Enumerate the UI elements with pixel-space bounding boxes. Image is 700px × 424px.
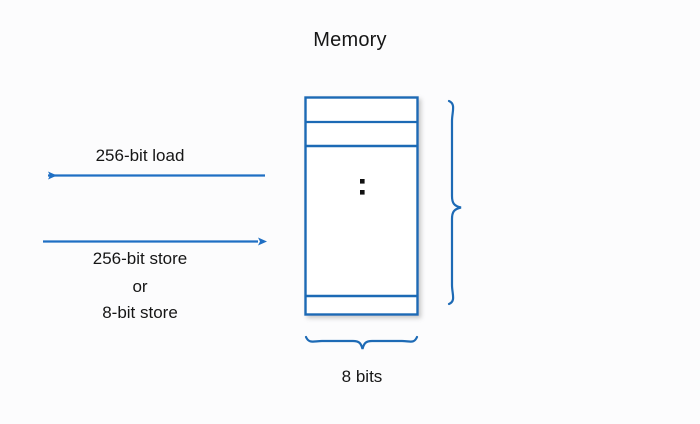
memory-row-1	[305, 97, 418, 122]
memory-row-2	[305, 122, 418, 146]
width-brace-label: 8 bits	[341, 367, 383, 386]
load-arrow-label: 256-bit load	[95, 146, 185, 165]
memory-row-body	[305, 146, 418, 296]
width-brace-graphic	[304, 335, 419, 350]
store-arrow-label-line-1: 256-bit store	[92, 249, 188, 268]
height-brace-graphic	[447, 99, 462, 306]
memory-row-last	[305, 296, 418, 315]
page-title: Memory	[313, 29, 387, 51]
store-arrow-label-line-3: 8-bit store	[102, 303, 178, 322]
store-arrow-label-line-2: or	[132, 277, 148, 296]
